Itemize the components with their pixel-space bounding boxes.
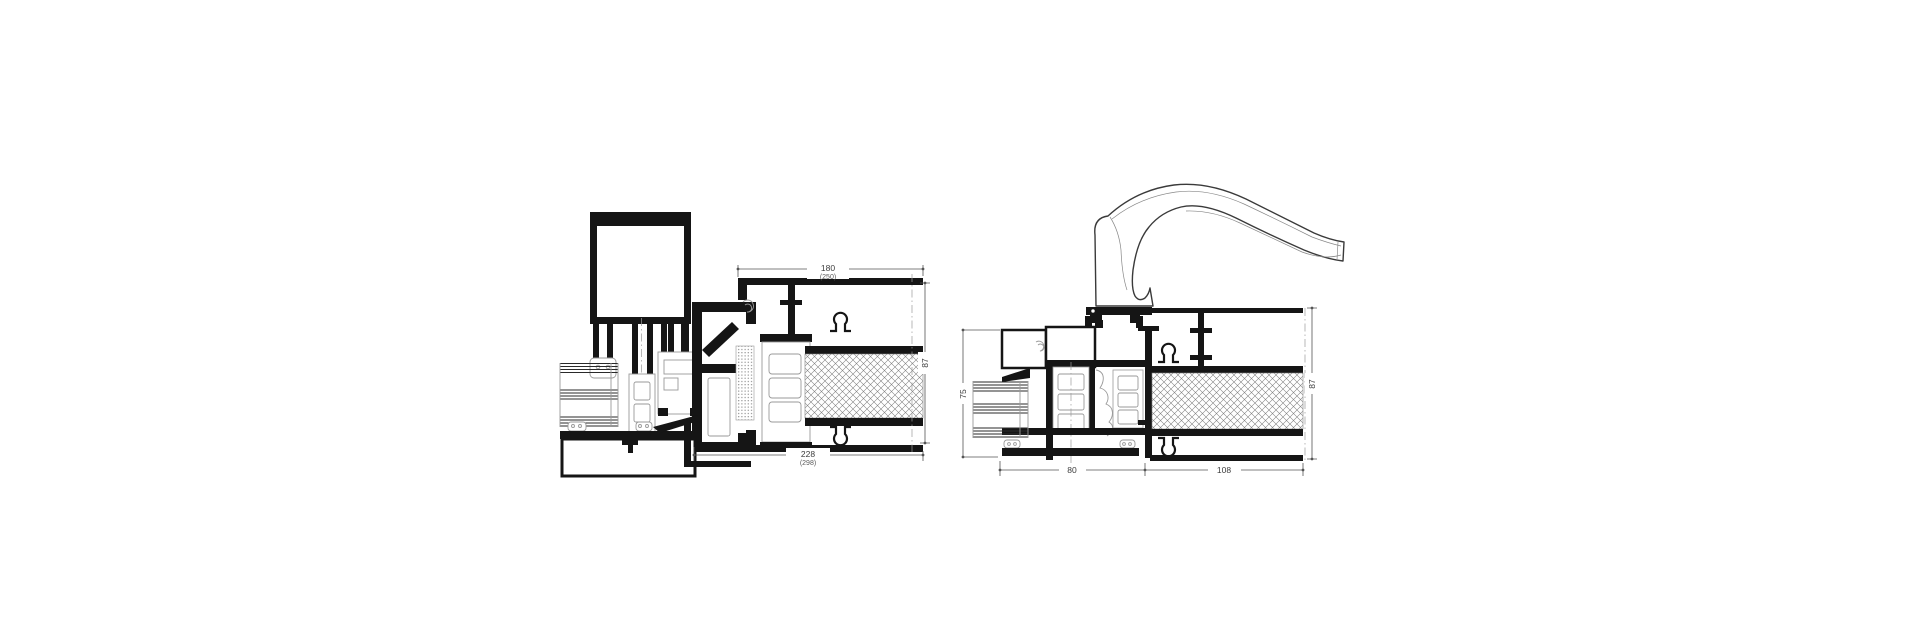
dim-label-left-height: 75 [958, 389, 968, 399]
left-profile-drawing: 180 (250) 228 (298) 87 [559, 212, 931, 478]
lock-gear-detail [1095, 369, 1114, 437]
dim-label-bottom-width: 228 [801, 449, 815, 459]
infill-panel [804, 346, 924, 426]
dimension-right-height: 87 [918, 281, 931, 445]
dim-label-right-height: 87 [920, 358, 930, 368]
dim-label-bottom-right-width: 108 [1217, 465, 1231, 475]
dim-label-right-height-2: 87 [1307, 379, 1317, 389]
panel-clip-icon [1158, 436, 1179, 458]
right-profile-drawing: 75 87 80 108 [956, 183, 1345, 476]
dim-label-bottom-left-width: 80 [1067, 465, 1077, 475]
t-connector-right [1190, 313, 1212, 366]
dimension-bottom-width: 228 (298) [692, 447, 925, 467]
dim-label-top-width: 180 [821, 263, 835, 273]
box-profile [590, 212, 691, 324]
dim-label-bottom-width-alt: (298) [800, 460, 816, 467]
frame-assembly [1000, 316, 1159, 466]
head-band [1152, 308, 1303, 313]
panel-clip-icon [830, 311, 851, 333]
bead-profile [760, 334, 812, 450]
glazing-panel-right [972, 381, 1029, 438]
threshold-flashing [653, 415, 751, 467]
window-handle [1086, 183, 1345, 323]
dim-label-top-width-alt: (250) [820, 274, 836, 281]
dimension-left-height: 75 [956, 328, 1000, 459]
t-connector [780, 285, 802, 341]
jamb-profile [692, 302, 756, 452]
panel-clip-icon [1158, 342, 1179, 364]
bottom-band [738, 433, 923, 452]
dimension-right-height-2: 87 [1305, 306, 1318, 461]
dimension-top-width: 180 (250) [736, 261, 925, 281]
panel-clip-icon [830, 425, 851, 447]
dimension-bottom-widths: 80 108 [998, 461, 1305, 476]
handle-base-plate [1086, 307, 1152, 315]
bottom-track [560, 421, 697, 478]
top-band [738, 278, 923, 313]
glazing-panel [559, 363, 619, 427]
infill-panel-right [1150, 366, 1304, 461]
